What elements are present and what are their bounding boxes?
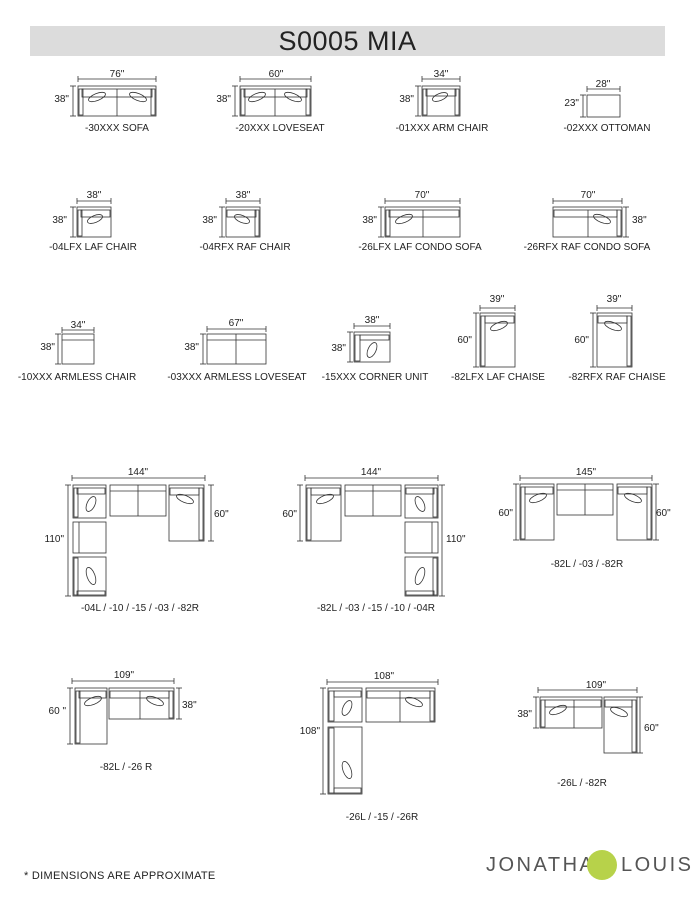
corner-unit-depth: 38" <box>331 343 346 354</box>
sectional-b-right-depth: 110" <box>446 534 466 545</box>
sectional-b-width: 144" <box>361 467 382 478</box>
ottoman-drawing <box>580 86 621 118</box>
sectional-b-left-depth: 60" <box>282 509 297 520</box>
sectional-a-left-depth: 110" <box>45 534 65 545</box>
sectional-b-label: -82L / -03 / -15 / -10 / -04R <box>317 603 435 614</box>
sectional-f-drawing <box>533 687 643 754</box>
raf-chaise-depth: 60" <box>574 335 589 346</box>
laf-chair-width: 38" <box>87 190 102 201</box>
raf-condo-label: -26RFX RAF CONDO SOFA <box>524 242 651 253</box>
sectional-f-label: -26L / -82R <box>557 778 607 789</box>
sofa-label: -30XXX SOFA <box>85 123 149 134</box>
arm-chair-drawing <box>415 76 461 117</box>
raf-condo-sofa-drawing <box>552 198 629 238</box>
raf-chair-label: -04RFX RAF CHAIR <box>199 242 290 253</box>
sectional-c-left-depth: 60" <box>498 508 513 519</box>
armless-chair-depth: 38" <box>40 342 55 353</box>
sectional-c-drawing <box>513 475 659 541</box>
loveseat-label: -20XXX LOVESEAT <box>235 123 324 134</box>
ottoman-width: 28" <box>596 79 611 90</box>
brand-logo: JONATHAN LOUIS <box>486 850 691 882</box>
sectional-d-left-depth: 60 " <box>49 706 67 717</box>
logo-left-word: JONATHAN <box>486 854 613 876</box>
arm-chair-width: 34" <box>434 69 449 80</box>
laf-chair-depth: 38" <box>52 215 67 226</box>
sectional-e-width: 108" <box>374 671 395 682</box>
armless-chair-drawing <box>55 327 95 365</box>
sectional-f-right-depth: 60" <box>644 723 659 734</box>
sectional-e-drawing <box>320 679 439 795</box>
sectional-e-left-depth: 108" <box>300 726 321 737</box>
sectional-a-right-depth: 60" <box>214 509 229 520</box>
page-title: S0005 MIA <box>30 26 665 56</box>
raf-chaise-label: -82RFX RAF CHAISE <box>568 372 666 383</box>
arm-chair-depth: 38" <box>399 94 414 105</box>
sofa-drawing <box>70 76 157 117</box>
sectional-f-left-depth: 38" <box>517 709 532 720</box>
raf-chair-drawing <box>219 198 261 238</box>
raf-chaise-drawing <box>590 305 633 368</box>
armless-loveseat-depth: 38" <box>184 342 199 353</box>
armless-chair-label: -10XXX ARMLESS CHAIR <box>18 372 136 383</box>
sofa-width: 76" <box>110 69 125 80</box>
laf-chaise-width: 39" <box>490 294 505 305</box>
raf-chaise-width: 39" <box>607 294 622 305</box>
logo-right-word: LOUIS <box>621 854 694 876</box>
corner-unit-width: 38" <box>365 315 380 326</box>
sectional-a-width: 144" <box>128 467 149 478</box>
sectional-d-label: -82L / -26 R <box>100 762 152 773</box>
laf-condo-sofa-drawing <box>378 198 461 238</box>
laf-chaise-label: -82LFX LAF CHAISE <box>451 372 545 383</box>
logo-mark-icon <box>587 850 617 880</box>
raf-chair-width: 38" <box>236 190 251 201</box>
loveseat-depth: 38" <box>216 94 231 105</box>
laf-condo-depth: 38" <box>362 215 377 226</box>
corner-unit-drawing <box>347 323 391 363</box>
laf-condo-label: -26LFX LAF CONDO SOFA <box>358 242 482 253</box>
armless-loveseat-label: -03XXX ARMLESS LOVESEAT <box>167 372 306 383</box>
sectional-d-drawing <box>67 678 182 745</box>
sectional-a-label: -04L / -10 / -15 / -03 / -82R <box>81 603 199 614</box>
sectional-f-width: 109" <box>586 680 607 691</box>
sectional-b-drawing <box>297 475 445 597</box>
ottoman-label: -02XXX OTTOMAN <box>563 123 650 134</box>
sectional-a-drawing <box>65 475 214 597</box>
ottoman-depth: 23" <box>564 98 579 109</box>
sofa-depth: 38" <box>54 94 69 105</box>
sectional-d-width: 109" <box>114 670 135 681</box>
arm-chair-label: -01XXX ARM CHAIR <box>396 123 489 134</box>
sectional-c-label: -82L / -03 / -82R <box>551 559 623 570</box>
raf-condo-width: 70" <box>581 190 596 201</box>
loveseat-drawing <box>232 76 312 117</box>
sectional-d-right-depth: 38" <box>182 700 197 711</box>
footnote: * DIMENSIONS ARE APPROXIMATE <box>24 870 216 882</box>
laf-chaise-drawing <box>473 305 516 368</box>
laf-chair-drawing <box>70 198 112 238</box>
laf-condo-width: 70" <box>415 190 430 201</box>
sectional-e-label: -26L / -15 / -26R <box>346 812 418 823</box>
laf-chair-label: -04LFX LAF CHAIR <box>49 242 137 253</box>
raf-chair-depth: 38" <box>202 215 217 226</box>
corner-unit-label: -15XXX CORNER UNIT <box>322 372 429 383</box>
laf-chaise-depth: 60" <box>457 335 472 346</box>
armless-loveseat-width: 67" <box>229 318 244 329</box>
sectional-c-width: 145" <box>576 467 597 478</box>
raf-condo-depth: 38" <box>632 215 647 226</box>
armless-chair-width: 34" <box>71 320 86 331</box>
loveseat-width: 60" <box>269 69 284 80</box>
armless-loveseat-drawing <box>200 326 267 365</box>
sectional-c-right-depth: 60" <box>656 508 671 519</box>
